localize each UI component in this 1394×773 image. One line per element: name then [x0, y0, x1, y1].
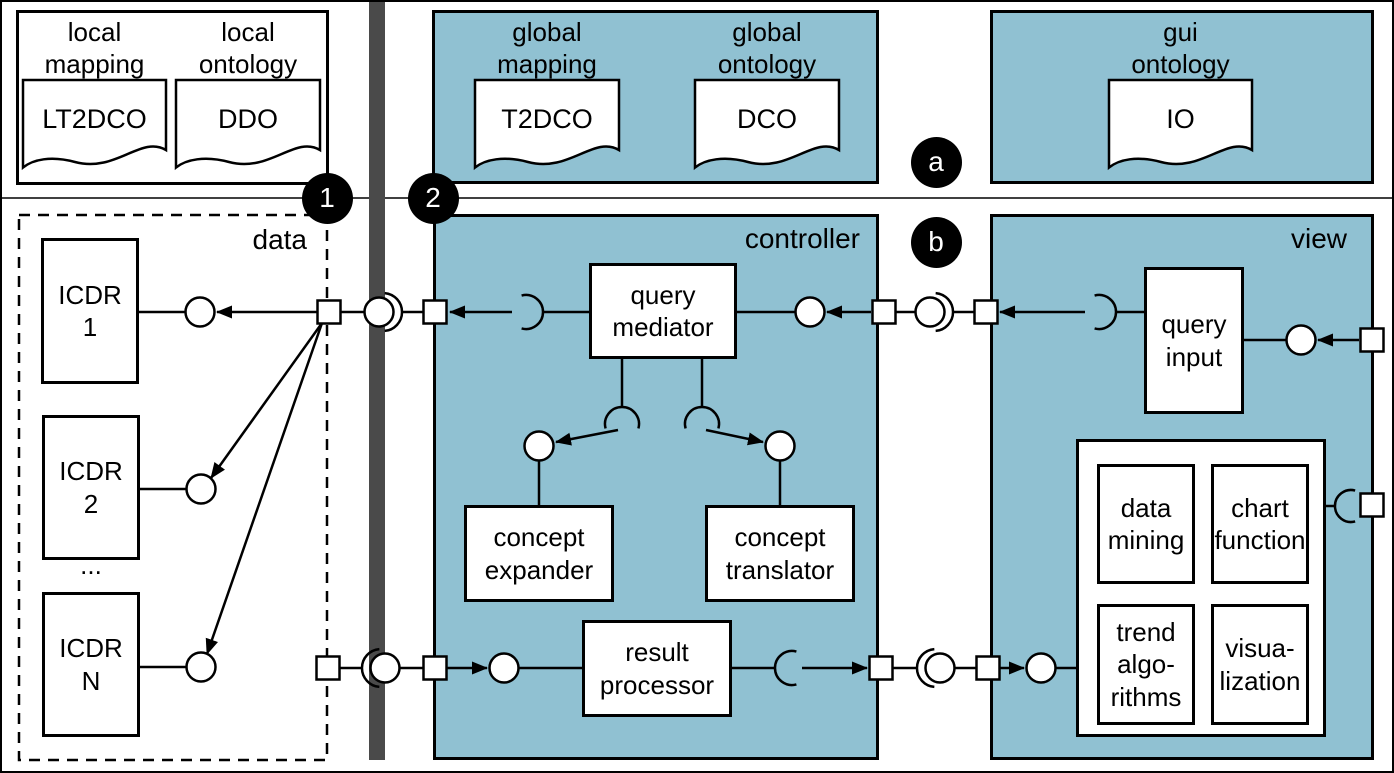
data-panel-dashed-border [17, 213, 329, 762]
marker-a: a [910, 136, 962, 188]
socket-icon-input-left [1094, 293, 1118, 331]
chart-function-box [1211, 464, 1309, 584]
visualization-box [1211, 604, 1309, 725]
connector-arrows [205, 305, 1359, 675]
arrow-to-expander-ball [555, 428, 619, 446]
horizontal-separator [2, 197, 1392, 199]
marker-1: 1 [301, 172, 353, 224]
trend-algorithms-box [1097, 604, 1195, 725]
port-icon-controller-left-top [422, 299, 448, 325]
document-shapes [21, 78, 1254, 171]
port-icon-controller-right-bottom [868, 655, 894, 681]
provided-interface-balls [184, 296, 1317, 684]
data-mining-box [1097, 464, 1195, 584]
marker-b: b [910, 216, 962, 268]
ports [315, 299, 1385, 681]
assembly-connectors [360, 291, 956, 689]
socket-icon-result-right [773, 649, 797, 687]
assembly-ball-icon [914, 296, 946, 328]
ball-icon-icdr1 [184, 296, 216, 328]
port-icon-controller-right-top [871, 299, 897, 325]
required-interface-sockets [521, 293, 1356, 687]
ball-icon-mediator-right [794, 296, 826, 328]
concept-translator-box [705, 505, 855, 602]
dco-document-icon [693, 78, 841, 171]
icdr2-box [42, 415, 140, 560]
arrow-to-icdr2 [209, 322, 324, 479]
icdr1-box [41, 238, 139, 384]
socket-icon-mediator-bottom-right [683, 405, 721, 429]
io-document-icon [1107, 78, 1254, 171]
assembly-socket-icon [384, 291, 404, 333]
port-icon-view-right-top [1359, 327, 1385, 353]
arrow-to-translator-ball [705, 428, 764, 446]
t2dco-document-icon [473, 78, 621, 171]
bridge-bar [369, 2, 385, 760]
assembly-socket-icon [915, 647, 935, 689]
ball-icon-icdr2 [185, 473, 217, 505]
socket-icon-mediator-left [521, 293, 545, 331]
query-mediator-box [589, 263, 737, 359]
socket-icon-view-modules-right [1333, 488, 1356, 524]
port-icon-view-left-bottom [975, 655, 1001, 681]
ball-icon-result-processor [488, 652, 520, 684]
assembly-ball-icon [924, 652, 956, 684]
port-icon-view-right-bottom [1359, 492, 1385, 518]
assembly-ball-icon [363, 296, 395, 328]
result-processor-box [582, 620, 732, 717]
port-icon-data-bottom [315, 655, 341, 681]
socket-icon-mediator-bottom-left [603, 405, 641, 429]
ball-icon-view-modules [1025, 652, 1057, 684]
ball-icon-icdrn [185, 651, 217, 683]
assembly-socket-icon [360, 647, 380, 689]
marker-2: 2 [407, 172, 459, 224]
lt2dco-document-icon [21, 78, 168, 171]
concept-expander-box [464, 505, 614, 602]
query-input-box [1144, 267, 1244, 414]
ddo-document-icon [174, 78, 322, 171]
assembly-ball-icon [369, 652, 401, 684]
assembly-socket-icon [935, 291, 955, 333]
arrow-to-icdrn [205, 322, 324, 655]
port-icon-data-top [316, 299, 342, 325]
ball-icon-concept-translator [764, 430, 796, 462]
port-icon-view-left-top [973, 299, 999, 325]
ball-icon-query-input [1285, 324, 1317, 356]
connector-lines [139, 310, 1335, 670]
icdrn-box [42, 592, 140, 737]
ball-icon-concept-expander [523, 430, 555, 462]
port-icon-controller-left-bottom [422, 655, 448, 681]
